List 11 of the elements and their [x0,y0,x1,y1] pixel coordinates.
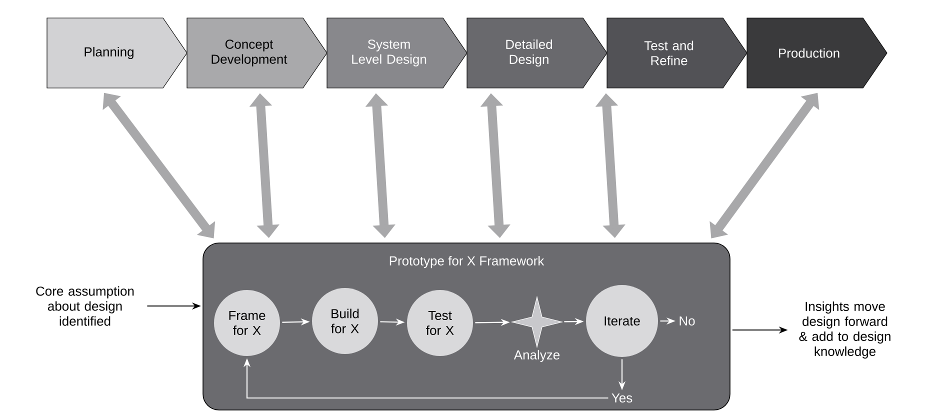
step-caption: Analyze [514,350,560,362]
text-label: Insights move design forward & add to design knowledge [799,301,890,359]
text-label: Core assumption about design identified [36,286,134,326]
text-label: Yes [612,393,632,403]
process-stage: Production [746,18,888,88]
process-stage: Planning [46,18,188,88]
process-stage: Test and Refine [606,18,748,88]
process-stage: System Level Design [326,18,468,88]
text-label: No [680,316,695,326]
process-stage: Detailed Design [466,18,608,88]
process-stage: Concept Development [186,18,328,88]
